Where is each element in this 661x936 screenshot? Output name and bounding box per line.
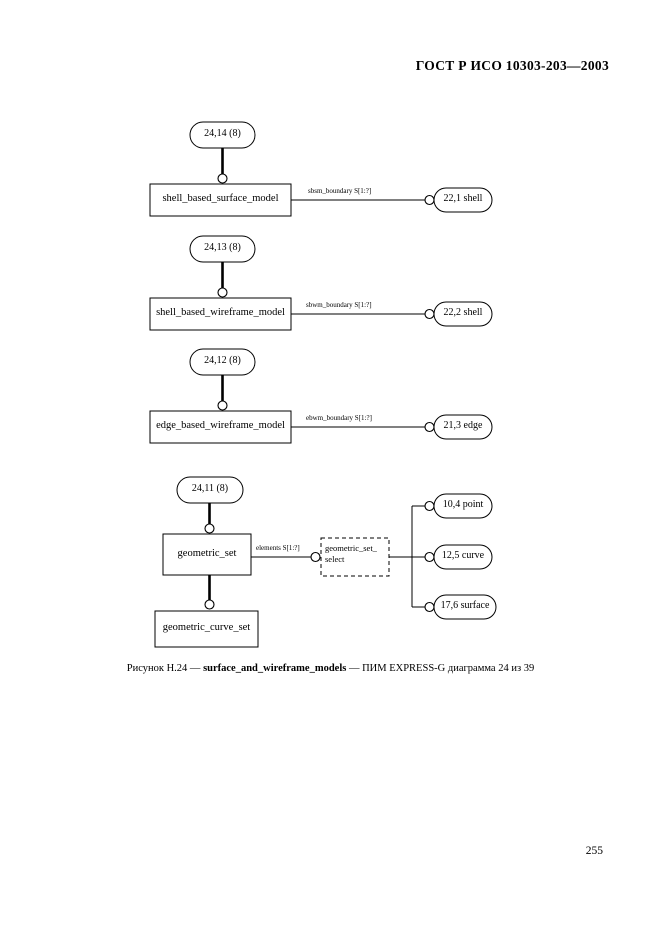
page-ref-17-6-surface[interactable]: 17,6 surface	[440, 600, 490, 611]
page-ref-24-13[interactable]: 24,13 (8)	[204, 242, 241, 253]
relationship-label-sbsm-boundary: sbsm_boundary S[1:?]	[308, 187, 372, 195]
select-type-line-1: geometric_set_	[325, 543, 377, 553]
entity-geometric-curve-set[interactable]: geometric_curve_set	[162, 622, 251, 633]
figure-caption: Рисунок Н.24 — surface_and_wireframe_mod…	[0, 663, 661, 674]
select-type-line-2: select	[325, 553, 345, 564]
figure-caption-suffix: — ПИМ EXPRESS-G диаграмма 24 из 39	[346, 663, 535, 674]
page-ref-12-5-curve[interactable]: 12,5 curve	[441, 550, 485, 561]
page-ref-24-14[interactable]: 24,14 (8)	[204, 128, 241, 139]
document-standard-header: ГОСТ Р ИСО 10303-203—2003	[415, 58, 609, 73]
entity-shell-based-surface-model[interactable]: shell_based_surface_model	[162, 193, 279, 204]
relationship-label-elements: elements S[1:?]	[256, 544, 300, 552]
entity-shell-based-wireframe-model[interactable]: shell_based_wireframe_model	[156, 307, 285, 318]
page-ref-22-1-shell[interactable]: 22,1 shell	[443, 193, 483, 204]
relationship-label-sbwm-boundary: sbwm_boundary S[1:?]	[306, 301, 372, 309]
page-ref-24-12[interactable]: 24,12 (8)	[204, 355, 241, 366]
entity-geometric-set[interactable]: geometric_set	[177, 548, 237, 559]
page-ref-10-4-point[interactable]: 10,4 point	[442, 499, 484, 510]
figure-caption-schema-name: surface_and_wireframe_models	[203, 663, 347, 674]
page-number: 255	[585, 845, 603, 857]
relationship-label-ebwm-boundary: ebwm_boundary S[1:?]	[306, 414, 372, 422]
figure-caption-prefix: Рисунок Н.24 —	[126, 663, 204, 674]
entity-edge-based-wireframe-model[interactable]: edge_based_wireframe_model	[156, 420, 285, 431]
express-g-diagram: 24,14 (8) 24,13 (8) 24,12 (8) 24,11 (8) …	[149, 121, 497, 648]
page-ref-24-11[interactable]: 24,11 (8)	[191, 483, 229, 494]
page-ref-22-2-shell[interactable]: 22,2 shell	[443, 307, 483, 318]
page-ref-21-3-edge[interactable]: 21,3 edge	[443, 420, 483, 431]
select-type-geometric-set-select[interactable]: geometric_set_ select	[325, 543, 389, 564]
